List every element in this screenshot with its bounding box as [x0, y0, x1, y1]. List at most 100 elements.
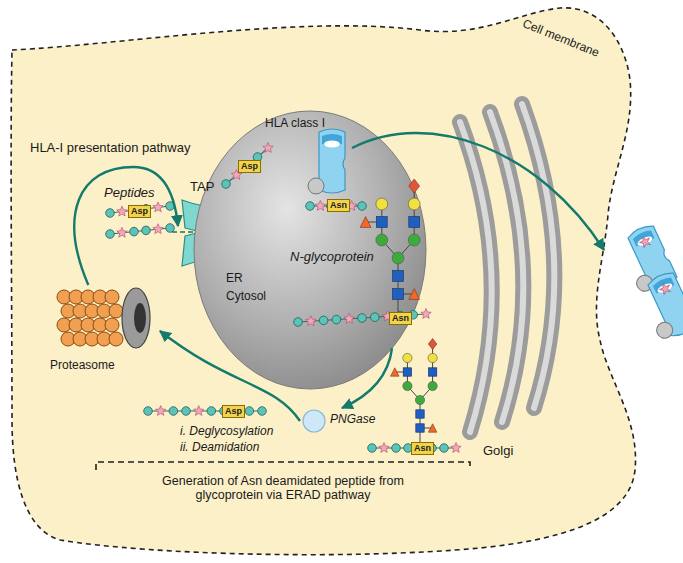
residue-tag: Asn	[327, 199, 350, 212]
graphic-part	[360, 217, 371, 228]
graphic-part	[231, 170, 241, 180]
graphic-part	[294, 318, 303, 327]
pngase-enzyme: PNGase	[300, 408, 384, 434]
residue-tag: Asp	[238, 160, 261, 173]
graphic-part	[428, 339, 436, 350]
compartment-label: Cytosol	[226, 290, 266, 304]
peptide-chains	[106, 143, 462, 453]
golgi-stack-outline	[438, 112, 568, 462]
graphic-part	[428, 368, 436, 376]
graphic-part	[522, 104, 554, 408]
graphic-part	[376, 198, 388, 210]
graphic-part	[415, 443, 425, 453]
graphic-part	[490, 112, 523, 422]
flow-arrow	[74, 167, 178, 285]
node-text: PNGase	[330, 413, 375, 427]
graphic-part	[298, 314, 426, 322]
graphic-part	[408, 198, 420, 210]
graphic-part	[109, 332, 123, 346]
graphic-part	[315, 201, 325, 211]
flow-arrow	[160, 331, 300, 421]
graphic-part	[105, 290, 119, 304]
graphic-part	[395, 344, 433, 442]
graphic-part	[130, 227, 139, 236]
graphic-part	[253, 153, 262, 162]
graphic-part	[222, 180, 231, 189]
graphic-part	[117, 227, 127, 237]
graphic-part	[391, 368, 399, 376]
graphic-part	[142, 205, 151, 214]
graphic-part	[166, 224, 175, 233]
graphic-part	[404, 444, 413, 453]
graphic-part	[344, 313, 354, 323]
graphic-part	[460, 122, 492, 432]
graphic-part	[376, 217, 387, 228]
graphic-part	[110, 206, 170, 213]
graphic-part	[306, 316, 316, 326]
graphic-part	[319, 316, 328, 325]
graphic-part	[428, 353, 437, 362]
graphic-part	[490, 112, 523, 422]
graphic-part	[231, 406, 242, 416]
flow-arrow	[342, 348, 392, 408]
graphic-part	[193, 406, 204, 416]
graphic-part	[409, 289, 420, 300]
graphic-part	[358, 314, 367, 323]
graphic-part	[428, 444, 437, 453]
graphic-part	[122, 288, 150, 348]
graphic-part	[226, 148, 268, 184]
graphic-part	[440, 444, 449, 453]
graphic-part	[403, 353, 412, 362]
graphic-part	[207, 407, 216, 416]
glycans	[360, 179, 437, 442]
node-text: HLA class I	[265, 117, 325, 131]
graphic-part	[169, 407, 178, 416]
graphic-part	[327, 202, 336, 211]
graphic-part	[166, 202, 175, 211]
node-text: Proteasome	[50, 359, 115, 373]
graphic-part	[409, 217, 420, 228]
graphic-part	[358, 202, 367, 211]
graphic-part	[258, 407, 267, 416]
glycoprotein-label: N-glycoprotein	[290, 250, 374, 265]
node-text: ER	[226, 272, 243, 286]
residue-tag: Asp	[222, 405, 245, 418]
residue-tag: Asn	[389, 312, 412, 325]
graphic-part	[130, 206, 139, 215]
graphic-part	[142, 226, 151, 235]
graphic-part	[182, 407, 191, 416]
graphic-part	[337, 202, 346, 211]
graphic-part	[416, 424, 424, 432]
graphic-part	[415, 395, 424, 404]
graphic-part	[194, 111, 426, 389]
graphic-part	[303, 410, 325, 432]
graphic-part	[393, 289, 404, 300]
graphic-part	[416, 410, 424, 418]
step-label: ii. Deamidation	[180, 441, 259, 455]
graphic-part	[428, 381, 437, 390]
graphic-part	[368, 444, 377, 453]
residue-tag: Asn	[411, 442, 434, 455]
graphic-part	[110, 228, 170, 234]
graphic-part	[408, 234, 420, 246]
proteasome-complex: Proteasome	[48, 285, 160, 377]
graphic-part	[134, 303, 146, 333]
graphic-part	[460, 104, 554, 432]
graphic-part	[153, 202, 163, 212]
golgi-stack: Golgi	[438, 112, 568, 462]
residue-tag: Asp	[128, 205, 151, 218]
graphic-part	[376, 234, 388, 246]
graphic-part	[324, 141, 340, 148]
graphic-part	[372, 447, 456, 448]
node-text: Golgi	[483, 444, 513, 459]
graphic-part	[263, 143, 273, 153]
graphic-part	[460, 122, 492, 432]
graphic-part	[392, 444, 401, 453]
graphic-part	[366, 186, 415, 312]
graphic-part	[310, 205, 362, 206]
surface-hla	[636, 270, 683, 344]
graphic-part	[428, 424, 436, 432]
graphic-part	[106, 209, 115, 218]
graphic-part	[117, 206, 127, 216]
